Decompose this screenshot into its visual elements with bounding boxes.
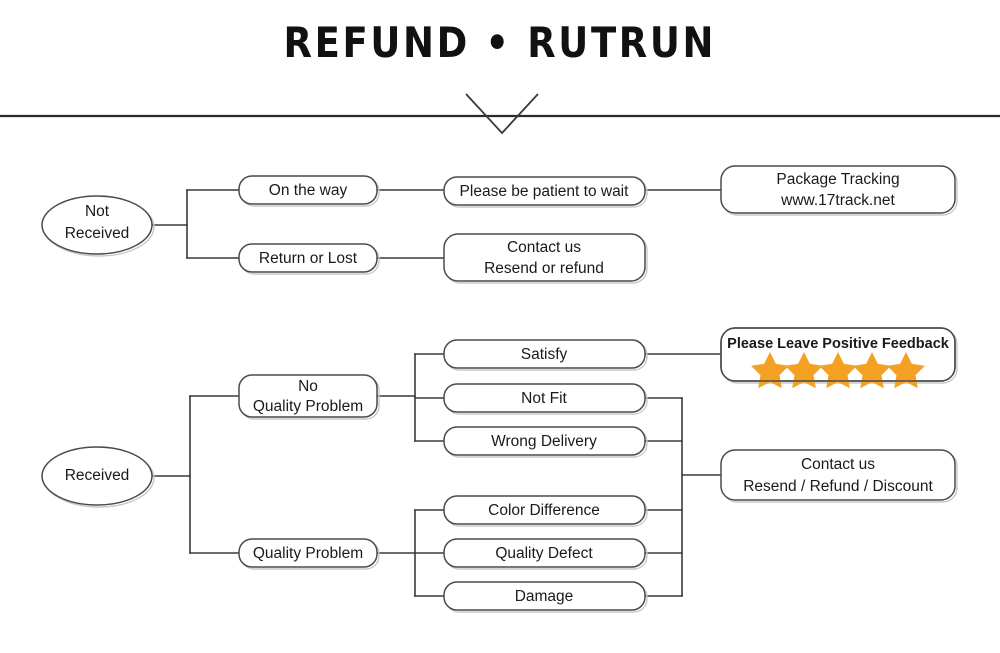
not-received-label-line2: Received bbox=[65, 225, 130, 242]
package-tracking-line2: www.17track.net bbox=[780, 192, 895, 209]
no-quality-problem-line2: Quality Problem bbox=[253, 398, 363, 415]
node-wrong-delivery[interactable]: Wrong Delivery bbox=[443, 426, 648, 458]
package-tracking-box bbox=[720, 165, 956, 214]
quality-problem-box bbox=[238, 538, 378, 568]
return-or-lost-box bbox=[238, 243, 378, 273]
node-return-or-lost[interactable]: Return or Lost bbox=[238, 243, 380, 275]
quality-problem-label: Quality Problem bbox=[253, 545, 363, 562]
contact-resend-refund-line2: Resend or refund bbox=[484, 260, 604, 277]
page-title-wrap: REFUND • RUTRUN bbox=[0, 18, 1000, 67]
quality-defect-label: Quality Defect bbox=[495, 545, 593, 562]
star-icon bbox=[853, 352, 891, 389]
package-tracking-line1: Package Tracking bbox=[776, 171, 899, 188]
node-please-be-patient[interactable]: Please be patient to wait bbox=[443, 176, 648, 208]
contact-discount-line1: Contact us bbox=[801, 456, 875, 473]
color-difference-label: Color Difference bbox=[488, 502, 600, 519]
satisfy-label: Satisfy bbox=[521, 346, 568, 363]
contact-resend-refund-line1: Contact us bbox=[507, 239, 581, 256]
no-quality-problem-box bbox=[238, 374, 378, 418]
star-rating bbox=[751, 352, 925, 389]
wrong-delivery-box bbox=[443, 426, 646, 456]
node-damage[interactable]: Damage bbox=[443, 581, 648, 613]
node-quality-problem[interactable]: Quality Problem bbox=[238, 538, 380, 570]
not-received-connectors bbox=[151, 189, 722, 259]
damage-box bbox=[443, 581, 646, 611]
quality-defect-box bbox=[443, 538, 646, 568]
node-not-received[interactable]: Not Received bbox=[41, 195, 155, 257]
page-title: REFUND • RUTRUN bbox=[283, 18, 717, 67]
not-fit-box bbox=[443, 383, 646, 413]
damage-label: Damage bbox=[515, 588, 574, 605]
contact-discount-line2: Resend / Refund / Discount bbox=[743, 478, 933, 495]
node-quality-defect[interactable]: Quality Defect bbox=[443, 538, 648, 570]
contact-resend-refund-box bbox=[443, 233, 646, 282]
node-contact-resend-refund[interactable]: Contact us Resend or refund bbox=[443, 233, 648, 284]
received-label: Received bbox=[65, 467, 130, 484]
not-received-ellipse bbox=[41, 195, 153, 255]
not-received-label-line1: Not bbox=[85, 203, 110, 220]
received-connectors bbox=[151, 353, 722, 597]
no-quality-problem-line1: No bbox=[298, 378, 318, 395]
node-on-the-way[interactable]: On the way bbox=[238, 175, 380, 207]
return-or-lost-label: Return or Lost bbox=[259, 250, 358, 267]
node-not-fit[interactable]: Not Fit bbox=[443, 383, 648, 415]
on-the-way-box bbox=[238, 175, 378, 205]
node-contact-resend-refund-discount[interactable]: Contact us Resend / Refund / Discount bbox=[720, 449, 958, 503]
positive-feedback-outline bbox=[720, 327, 956, 382]
contact-discount-box bbox=[720, 449, 956, 501]
down-chevron-icon bbox=[465, 93, 539, 135]
node-positive-feedback[interactable]: Please Leave Positive Feedback bbox=[720, 327, 958, 389]
node-received[interactable]: Received bbox=[41, 446, 155, 508]
color-difference-box bbox=[443, 495, 646, 525]
on-the-way-label: On the way bbox=[269, 182, 348, 199]
node-package-tracking[interactable]: Package Tracking www.17track.net bbox=[720, 165, 958, 216]
please-be-patient-box bbox=[443, 176, 646, 206]
star-icon bbox=[819, 352, 857, 389]
node-no-quality-problem[interactable]: No Quality Problem bbox=[238, 374, 380, 420]
star-icon bbox=[751, 352, 789, 389]
received-ellipse bbox=[41, 446, 153, 506]
node-color-difference[interactable]: Color Difference bbox=[443, 495, 648, 527]
please-be-patient-label: Please be patient to wait bbox=[460, 183, 630, 200]
star-icon bbox=[887, 352, 925, 389]
star-icon bbox=[785, 352, 823, 389]
not-fit-label: Not Fit bbox=[521, 390, 567, 407]
wrong-delivery-label: Wrong Delivery bbox=[491, 433, 597, 450]
node-satisfy[interactable]: Satisfy bbox=[443, 339, 648, 371]
positive-feedback-label: Please Leave Positive Feedback bbox=[727, 336, 950, 352]
satisfy-box bbox=[443, 339, 646, 369]
